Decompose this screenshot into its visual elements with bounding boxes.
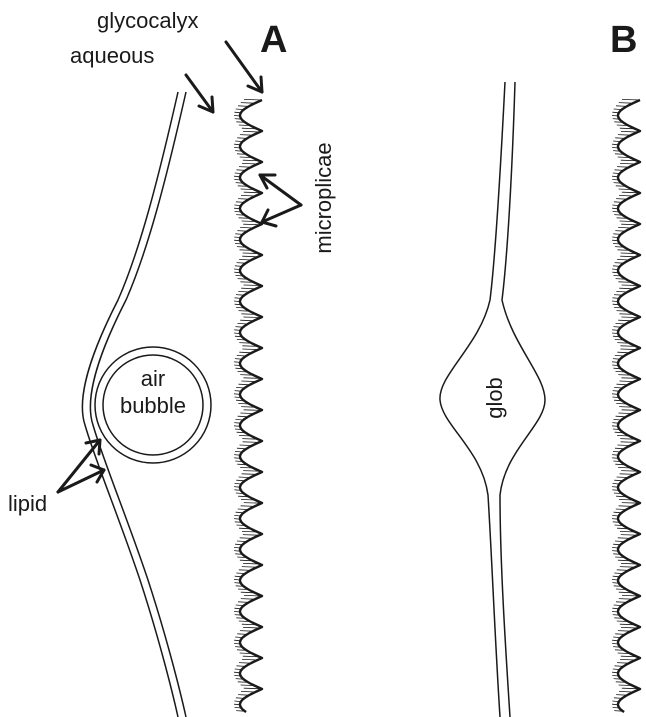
bubble-label: bubble — [120, 393, 186, 418]
microplicae-surface-a — [234, 99, 262, 712]
microplicae-surface-b — [612, 99, 640, 712]
glycocalyx-label: glycocalyx — [97, 8, 198, 33]
lipid-label: lipid — [8, 491, 47, 516]
microplicae-arrows — [260, 175, 301, 226]
microplicae-wave-a — [240, 100, 262, 712]
panel-label-b: B — [610, 19, 637, 61]
lipid-arrows — [58, 440, 104, 492]
panel-label-a: A — [260, 19, 287, 61]
air-label: air — [141, 366, 165, 391]
aqueous-label: aqueous — [70, 43, 154, 68]
microplicae-wave-b — [618, 100, 640, 712]
microplicae-label: microplicae — [311, 142, 336, 253]
glob-label: glob — [482, 377, 507, 419]
aqueous-arrow — [186, 75, 213, 112]
glycocalyx-arrow — [226, 42, 262, 92]
